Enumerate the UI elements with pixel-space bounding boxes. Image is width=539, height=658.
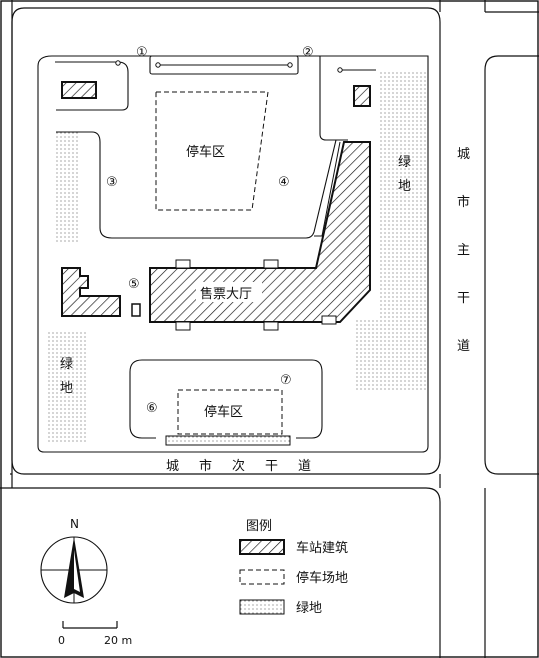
scale-start-label: 0 (58, 634, 65, 647)
lane-top-left (55, 61, 129, 111)
label-parking-bottom: 停车区 (204, 404, 243, 420)
legend-label-green: 绿地 (296, 601, 322, 616)
main-road-char: 道 (457, 339, 470, 354)
green-right (354, 70, 426, 390)
green-left-char-0: 绿 (60, 357, 73, 372)
green-left-char-1: 地 (60, 381, 73, 396)
legend-swatch-hatch (239, 539, 285, 555)
marker-6: ⑥ (146, 401, 158, 416)
secondary-road-char: 道 (298, 459, 311, 474)
marker-2: ② (302, 45, 314, 60)
legend: 图例 车站建筑 停车场地 绿地 (239, 519, 348, 616)
building-kiosk (131, 303, 141, 317)
inner-site (37, 55, 429, 453)
marker-7: ⑦ (280, 373, 292, 388)
lane-end-top-left (115, 60, 121, 66)
road-block-right (484, 55, 539, 475)
lane-top-right (319, 56, 348, 141)
green-left-top (56, 132, 78, 244)
green-right-char-0: 绿 (398, 155, 411, 170)
site-boundary (11, 7, 441, 475)
drop-off-road (56, 131, 337, 239)
scale-bar: 0 20 m (58, 621, 132, 647)
bottom-loop (129, 359, 323, 439)
main-road-char: 主 (457, 243, 470, 258)
legend-label-parking: 停车场地 (296, 570, 348, 586)
marker-3: ③ (106, 175, 118, 190)
building-left-l (61, 267, 121, 317)
legend-label-building: 车站建筑 (296, 540, 348, 556)
secondary-road-char: 次 (232, 458, 245, 474)
marker-4: ④ (278, 175, 290, 190)
compass: N (40, 517, 108, 604)
secondary-road-char: 城 (166, 459, 179, 474)
parking-bottom (177, 389, 283, 435)
marker-5: ⑤ (128, 277, 140, 292)
green-left-bottom (46, 330, 86, 442)
main-road-char: 干 (457, 291, 470, 306)
secondary-road-char: 干 (265, 459, 278, 474)
legend-title: 图例 (246, 519, 272, 534)
label-green-right: 绿 地 (398, 155, 411, 194)
compass-north-label: N (70, 517, 79, 531)
main-road-char: 城 (457, 147, 470, 162)
label-green-left: 绿 地 (60, 357, 73, 396)
label-secondary-road: 城市次干道 (166, 458, 311, 474)
building-small-top-right (353, 85, 371, 107)
ticket-hall-label-bg (196, 282, 262, 302)
drop-off-road-inner (314, 141, 341, 237)
legend-swatch-dashed (239, 569, 285, 585)
main-road-char: 市 (457, 194, 470, 210)
secondary-road-char: 市 (199, 458, 212, 474)
green-right-char-1: 地 (398, 179, 411, 194)
building-small-top-left (61, 81, 97, 99)
label-parking-top: 停车区 (186, 144, 225, 160)
scale-end-label: 20 m (104, 634, 132, 647)
green-bottom-strip (165, 435, 291, 446)
marker-1: ① (136, 45, 148, 60)
legend-swatch-dots (239, 599, 285, 615)
road-block-bottom-left (0, 487, 441, 658)
label-ticket-hall: 售票大厅 (200, 286, 252, 302)
parking-top (155, 91, 269, 211)
